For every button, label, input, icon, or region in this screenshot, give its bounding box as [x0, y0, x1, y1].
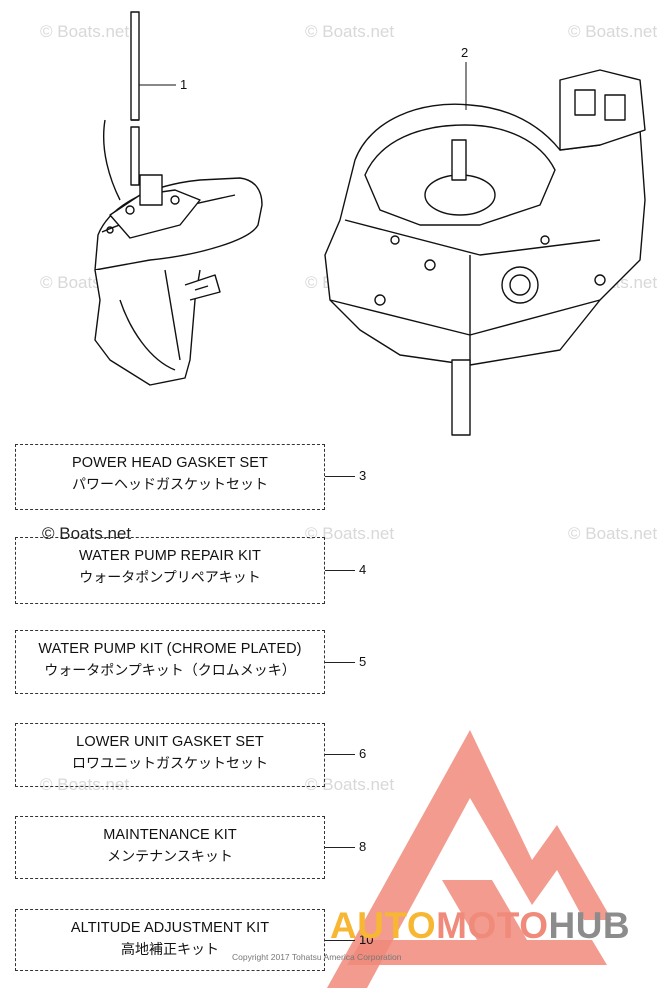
kit-number: 4	[359, 562, 367, 577]
kit-leader-line	[325, 754, 355, 755]
kit-leader-line	[325, 476, 355, 477]
watermark: © Boats.net	[305, 22, 395, 41]
watermark: © Boats.net	[305, 775, 395, 794]
kit-name-jp: 高地補正キット	[121, 942, 219, 958]
kit-box: MAINTENANCE KIT メンテナンスキット	[15, 816, 325, 879]
kit-leader-line	[325, 662, 355, 663]
kit-box: WATER PUMP REPAIR KIT ウォータポンプリペアキット	[15, 537, 325, 604]
brand-part-auto: AUTO	[330, 905, 437, 946]
callout-number: 1	[180, 77, 188, 92]
kit-box: ALTITUDE ADJUSTMENT KIT 高地補正キット	[15, 909, 325, 971]
kit-number: 6	[359, 746, 367, 761]
brand-part-hub: HUB	[548, 905, 631, 946]
kit-name-jp: ウォータポンプリペアキット	[79, 570, 261, 586]
kit-name-jp: パワーヘッドガスケットセット	[72, 477, 268, 493]
watermark: © Boats.net	[568, 524, 658, 543]
watermark: © Boats.net	[40, 775, 130, 794]
parts-illustration	[94, 11, 646, 436]
watermark: © Boats.net	[40, 22, 130, 41]
kit-leader-line	[325, 570, 355, 571]
power-head	[324, 69, 646, 436]
brand-wordmark: AUTOMOTOHUB	[330, 905, 630, 947]
watermark-dark: © Boats.net	[42, 524, 132, 543]
kit-name-en: POWER HEAD GASKET SET	[71, 455, 268, 471]
watermark: © Boats.net	[305, 524, 395, 543]
copyright-notice: Copyright 2017 Tohatsu America Corporati…	[232, 952, 402, 962]
watermark: © Boats.net	[568, 22, 658, 41]
kit-box: POWER HEAD GASKET SET パワーヘッドガスケットセット	[15, 444, 325, 510]
kit-leader-line	[325, 847, 355, 848]
automotohub-logo	[327, 730, 612, 988]
kit-name-en: ALTITUDE ADJUSTMENT KIT	[70, 920, 270, 936]
kit-name-jp: メンテナンスキット	[107, 849, 233, 865]
brand-part-moto: MOTO	[436, 905, 549, 946]
kit-number: 10	[359, 932, 374, 947]
kit-box: WATER PUMP KIT (CHROME PLATED) ウォータポンプキッ…	[15, 630, 325, 694]
kit-name-en: MAINTENANCE KIT	[103, 827, 237, 843]
kit-name-en: LOWER UNIT GASKET SET	[76, 734, 264, 750]
kit-name-jp: ロワユニットガスケットセット	[72, 756, 268, 772]
kit-leader-line	[325, 940, 355, 941]
lower-unit-housing	[94, 119, 263, 386]
callout-number: 2	[461, 45, 469, 60]
kit-box: LOWER UNIT GASKET SET ロワユニットガスケットセット	[15, 723, 325, 787]
kit-number: 5	[359, 654, 367, 669]
kit-name-en: WATER PUMP KIT (CHROME PLATED)	[38, 641, 302, 657]
kit-name-en: WATER PUMP REPAIR KIT	[78, 548, 262, 564]
kit-name-jp: ウォータポンプキット（クロムメッキ）	[44, 663, 296, 679]
drive-shaft	[130, 11, 140, 186]
kit-number: 8	[359, 839, 367, 854]
kit-number: 3	[359, 468, 367, 483]
